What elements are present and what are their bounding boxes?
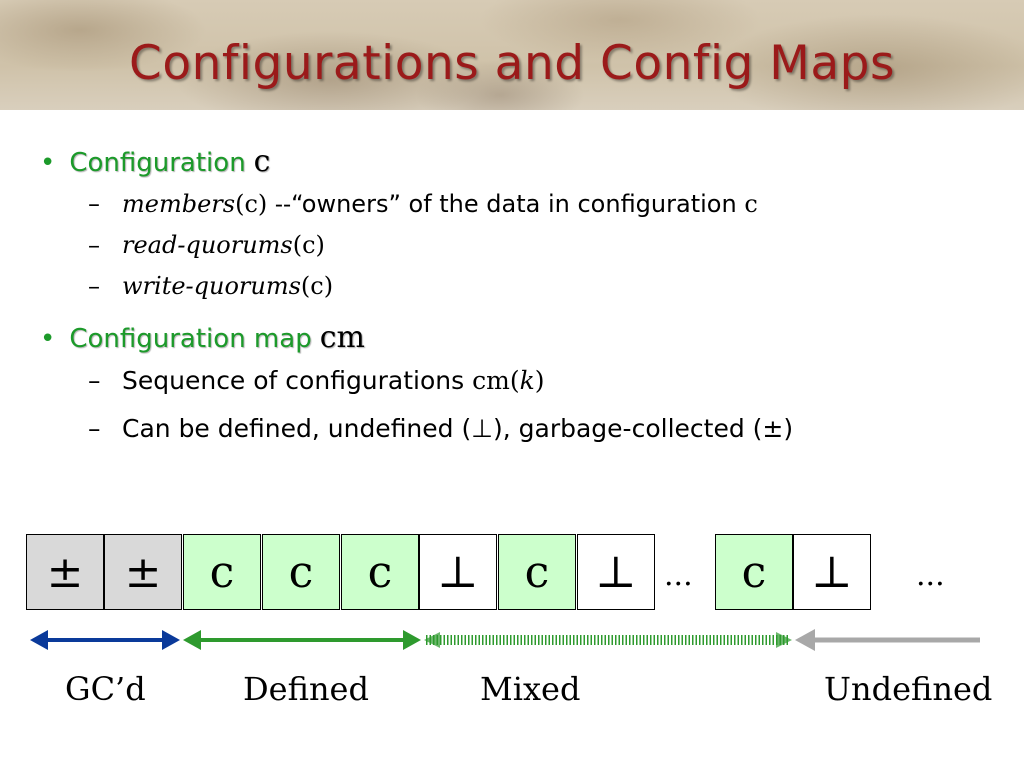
subitem-members: –members(c) --“owners” of the data in co… — [88, 190, 758, 218]
cm-close: ) — [534, 366, 545, 395]
members-term: members — [122, 190, 236, 218]
dash: – — [88, 190, 100, 218]
map-cell-gc: ± — [26, 534, 104, 610]
map-cell-undefined: ⊥ — [419, 534, 497, 610]
slide-title: Configurations and Config Maps — [129, 36, 895, 91]
write-quorums-term: write-quorums — [122, 272, 301, 300]
map-cell-defined: c — [341, 534, 419, 610]
subitem-states: –Can be defined, undefined (⊥), garbage-… — [88, 414, 793, 443]
gc-arrow — [30, 630, 180, 650]
label-defined: Defined — [243, 670, 369, 708]
region-arrows — [30, 629, 980, 651]
members-c: c — [744, 190, 758, 218]
label-mixed: Mixed — [480, 670, 581, 708]
subitem-read-quorums: –read-quorums(c) — [88, 231, 325, 259]
title-banner — [0, 0, 1024, 110]
cm-func: cm( — [472, 366, 520, 395]
map-cell-undefined: ⊥ — [577, 534, 655, 610]
read-quorums-arg: (c) — [292, 231, 325, 259]
read-quorums-term: read-quorums — [122, 231, 293, 259]
dash: – — [88, 231, 100, 259]
dash: – — [88, 414, 101, 443]
subitem-sequence: –Sequence of configurations cm(k) — [88, 366, 545, 395]
states-text: Can be defined, undefined (⊥), garbage-c… — [122, 414, 794, 443]
map-cell-defined: c — [498, 534, 576, 610]
subitem-write-quorums: –write-quorums(c) — [88, 272, 333, 300]
label-undefined: Undefined — [824, 670, 993, 708]
defined-arrow — [183, 630, 421, 650]
members-desc: “owners” of the data in configuration — [291, 190, 737, 218]
cm-k: k — [519, 366, 535, 395]
bullet-dot: • — [40, 324, 56, 354]
bullet-label: Configuration map — [69, 324, 312, 354]
undefined-arrow — [795, 629, 980, 651]
bullet-symbol: c — [253, 144, 271, 179]
ellipsis-end: ... — [916, 558, 945, 593]
config-map-diagram: ± ± c c c ⊥ c ⊥ ... c ⊥ ... GC’ — [0, 500, 1024, 768]
bullet-symbol: cm — [319, 320, 365, 355]
members-arg: (c) -- — [235, 190, 292, 218]
label-gc: GC’d — [65, 670, 146, 708]
map-cell-gc: ± — [104, 534, 182, 610]
map-cell-defined: c — [183, 534, 261, 610]
sequence-text: Sequence of configurations — [122, 366, 465, 395]
map-cell-defined: c — [715, 534, 793, 610]
dash: – — [88, 366, 101, 395]
map-cell-defined: c — [262, 534, 340, 610]
bullet-label: Configuration — [69, 148, 246, 178]
map-cell-undefined: ⊥ — [793, 534, 871, 610]
write-quorums-arg: (c) — [300, 272, 334, 300]
ellipsis: ... — [664, 558, 693, 593]
dash: – — [88, 272, 100, 300]
mixed-arrow — [424, 632, 792, 648]
bullet-dot: • — [40, 148, 56, 178]
